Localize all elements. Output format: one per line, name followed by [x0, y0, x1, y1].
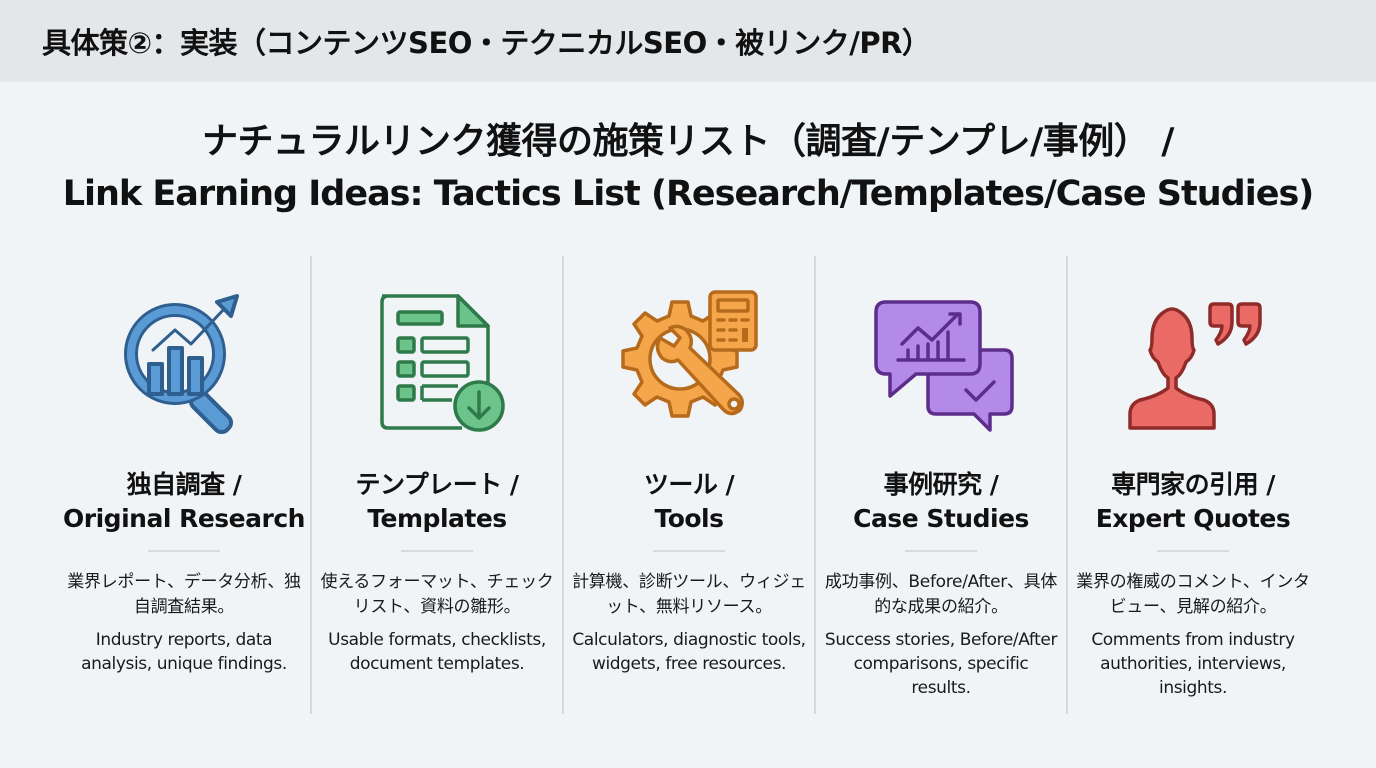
- tactic-card-tools: ツール / Tools 計算機、診断ツール、ウィジェット、無料リソース。 Cal…: [562, 256, 814, 714]
- tactic-desc-jp: 成功事例、Before/After、具体的な成果の紹介。: [824, 572, 1058, 617]
- tactic-desc-en: Usable formats, checklists, document tem…: [328, 630, 546, 674]
- tactic-title: テンプレート / Templates: [355, 470, 519, 533]
- slide-section-title: 具体策②：実装（コンテンツSEO・テクニカルSEO・被リンク/PR）: [42, 26, 931, 60]
- tactic-card-case-studies: 事例研究 / Case Studies 成功事例、Before/After、具体…: [814, 256, 1066, 714]
- tactic-card-templates: テンプレート / Templates 使えるフォーマット、チェックリスト、資料の…: [310, 256, 562, 714]
- tactic-card-original-research: 独自調査 / Original Research 業界レポート、データ分析、独自…: [58, 256, 310, 714]
- tactic-desc-jp: 業界レポート、データ分析、独自調査結果。: [67, 572, 301, 617]
- tactic-title: 専門家の引用 / Expert Quotes: [1095, 470, 1291, 533]
- tactic-desc-en: Success stories, Before/After comparison…: [824, 630, 1058, 698]
- divider: [1157, 550, 1229, 552]
- divider: [653, 550, 725, 552]
- tactic-title: 事例研究 / Case Studies: [853, 470, 1029, 533]
- page-title: ナチュラルリンク獲得の施策リスト（調査/テンプレ/事例） / Link Earn…: [0, 116, 1376, 220]
- divider: [905, 550, 977, 552]
- divider: [148, 550, 220, 552]
- tactic-desc-jp: 業界の権威のコメント、インタビュー、見解の紹介。: [1076, 572, 1310, 617]
- person-quote-icon: [1118, 286, 1268, 436]
- speech-bubbles-chart-icon: [866, 286, 1016, 436]
- tactic-title: ツール / Tools: [643, 470, 735, 533]
- document-download-icon: [362, 286, 512, 436]
- divider: [401, 550, 473, 552]
- tactic-desc-en: Industry reports, data analysis, unique …: [81, 630, 287, 674]
- page-title-jp: ナチュラルリンク獲得の施策リスト（調査/テンプレ/事例） /: [202, 121, 1174, 162]
- tactics-columns: 独自調査 / Original Research 業界レポート、データ分析、独自…: [58, 256, 1318, 714]
- tactic-desc-en: Calculators, diagnostic tools, widgets, …: [572, 630, 806, 674]
- tactic-desc-en: Comments from industry authorities, inte…: [1091, 630, 1295, 698]
- page-title-en: Link Earning Ideas: Tactics List (Resear…: [62, 174, 1315, 214]
- tactic-card-expert-quotes: 専門家の引用 / Expert Quotes 業界の権威のコメント、インタビュー…: [1066, 256, 1318, 714]
- gear-wrench-calculator-icon: [614, 286, 764, 436]
- tactic-title: 独自調査 / Original Research: [63, 470, 305, 533]
- header-bar: 具体策②：実装（コンテンツSEO・テクニカルSEO・被リンク/PR）: [0, 0, 1376, 82]
- magnifier-chart-icon: [109, 286, 259, 436]
- tactic-desc-jp: 計算機、診断ツール、ウィジェット、無料リソース。: [572, 572, 806, 617]
- tactic-desc-jp: 使えるフォーマット、チェックリスト、資料の雛形。: [320, 572, 554, 617]
